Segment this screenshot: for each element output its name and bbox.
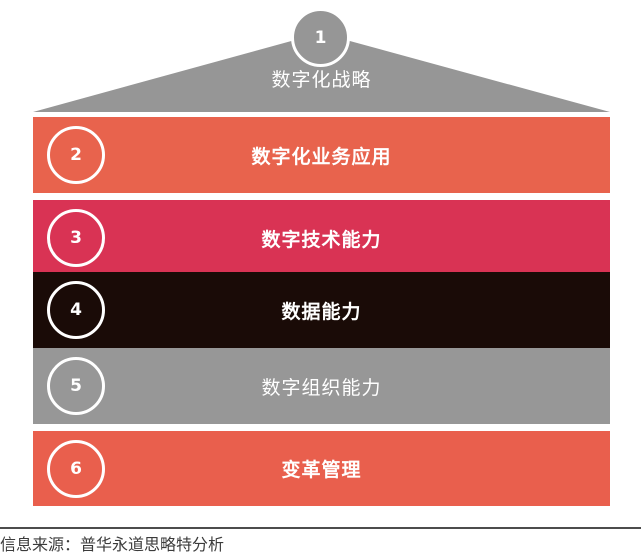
pyramid-layer-4[interactable]: 4 数据能力 [33,272,610,348]
layer-badge-1[interactable]: 1 [291,8,350,67]
pyramid-layer-6[interactable]: 6 变革管理 [33,431,610,506]
layer-label-6: 变革管理 [281,459,362,481]
roof-triangle-shape [33,33,610,112]
footer-divider [0,527,641,529]
layer-label-4: 数据能力 [281,300,362,323]
pyramid-apex-layer[interactable]: 1 数字化战略 [0,0,641,113]
layer-label-2: 数字化业务应用 [251,145,392,168]
layer-number-2: 2 [70,145,82,165]
layer-badge-3[interactable]: 3 [47,209,105,267]
pyramid-layer-5[interactable]: 5 数字组织能力 [33,348,610,424]
layer-badge-4[interactable]: 4 [47,281,105,339]
pyramid-layer-2[interactable]: 2 数字化业务应用 [33,117,610,193]
layer-number-4: 4 [70,300,82,320]
pyramid-layer-3[interactable]: 3 数字技术能力 [33,200,610,276]
layer-label-1: 数字化战略 [271,69,372,91]
layer-number-1: 1 [314,27,327,48]
layer-badge-6[interactable]: 6 [47,439,105,498]
layer-number-5: 5 [70,376,82,396]
layer-badge-2[interactable]: 2 [47,126,105,184]
layer-label-3: 数字技术能力 [261,228,382,251]
layer-badge-5[interactable]: 5 [47,357,105,415]
source-note: 信息来源：普华永道思略特分析 [0,535,225,554]
layer-number-3: 3 [70,228,82,248]
layer-number-6: 6 [70,458,82,479]
layer-label-5: 数字组织能力 [261,376,382,399]
